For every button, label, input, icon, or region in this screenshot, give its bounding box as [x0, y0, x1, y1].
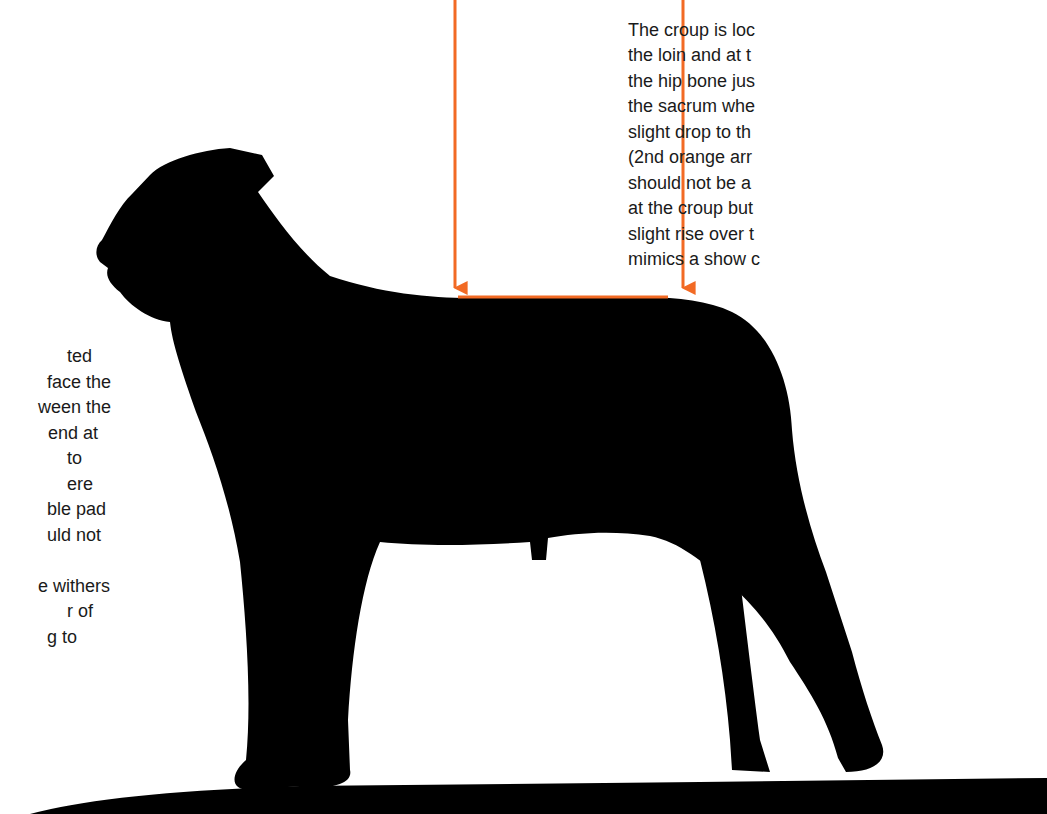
note-text: mimics a show c — [628, 248, 760, 270]
note-text: g to — [47, 626, 77, 648]
note-text: ween the — [38, 396, 111, 418]
orange-arrow — [454, 0, 457, 288]
note-text: slight rise over t — [628, 223, 754, 245]
note-text: slight drop to th — [628, 121, 751, 143]
note-text: e withers — [38, 575, 110, 597]
note-text: uld not — [47, 524, 101, 546]
note-text: ble pad — [47, 498, 106, 520]
note-text: the loin and at t — [628, 44, 751, 66]
note-text: ted — [67, 345, 92, 367]
orange-arrow — [682, 0, 685, 288]
dog-silhouette — [96, 148, 883, 790]
note-text: the hip bone jus — [628, 70, 755, 92]
note-text: end at — [48, 422, 98, 444]
note-text: (2nd orange arr — [628, 146, 752, 168]
hind-leg — [700, 560, 770, 772]
note-text: r of — [67, 600, 93, 622]
orange-bar — [458, 296, 668, 299]
note-text: should not be a — [628, 172, 751, 194]
ground — [30, 778, 1047, 814]
note-text: the sacrum whe — [628, 95, 755, 117]
note-text: ere — [67, 473, 93, 495]
note-text: at the croup but — [628, 197, 753, 219]
note-text: The croup is loc — [628, 19, 755, 41]
note-text: to — [67, 447, 82, 469]
note-text: face the — [47, 371, 111, 393]
